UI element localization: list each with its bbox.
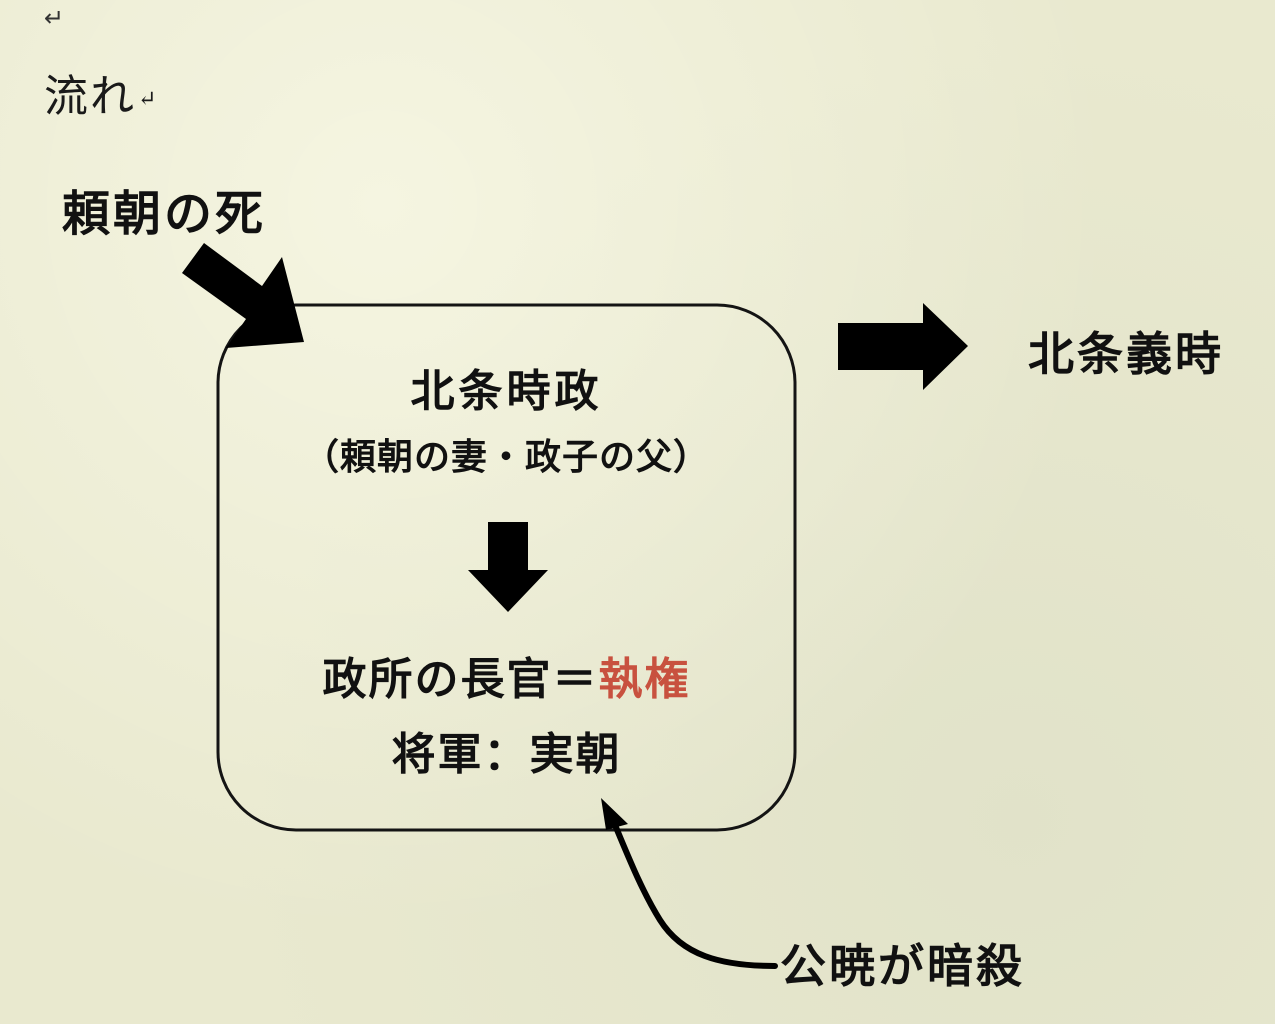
box-title: 北条時政 — [410, 366, 603, 417]
section-heading: 流れ↵ — [44, 60, 158, 124]
down-arrow-icon — [468, 522, 548, 612]
event-label: 公暁が暗殺 — [780, 939, 1025, 993]
successor-label: 北条義時 — [1028, 327, 1224, 381]
role-prefix: 政所の長官＝ — [322, 654, 599, 705]
diagonal-arrow-icon — [182, 243, 304, 348]
box-role: 政所の長官＝執権 — [218, 643, 795, 707]
heading-return-mark: ↵ — [138, 87, 159, 112]
curved-arrow-line — [609, 815, 778, 969]
right-arrow-icon — [838, 303, 968, 390]
paragraph-return-mark: ↵ — [44, 4, 65, 32]
box-shogun: 将軍：実朝 — [391, 729, 622, 780]
box-subtitle: （頼朝の妻・政子の父） — [302, 437, 710, 478]
role-accent: 執権 — [598, 654, 691, 705]
curved-arrow-head-icon — [601, 798, 628, 830]
regent-box — [216, 303, 797, 832]
heading-text: 流れ — [44, 71, 136, 122]
trigger-label: 頼朝の死 — [62, 186, 267, 242]
